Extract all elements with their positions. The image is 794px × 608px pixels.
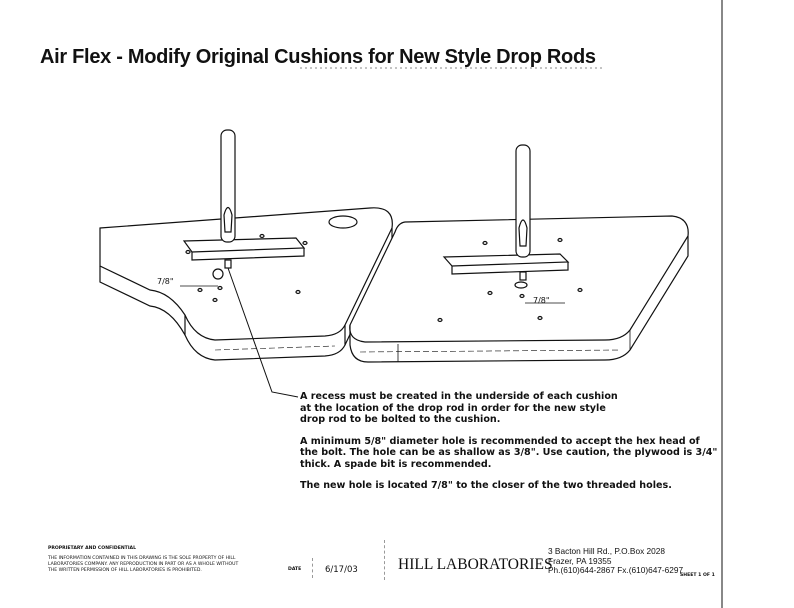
proprietary-heading: PROPRIETARY AND CONFIDENTIAL <box>48 546 137 551</box>
date-value: 6/17/03 <box>325 565 358 575</box>
sheet-number: SHEET 1 OF 1 <box>680 573 715 578</box>
address-line-2: Frazer, PA 19355 <box>548 555 612 566</box>
company-name: HILL LABORATORIES <box>398 556 553 573</box>
instruction-notes: A recess must be created in the undersid… <box>300 391 720 502</box>
note-hole-size: A minimum 5/8" diameter hole is recommen… <box>300 435 718 470</box>
dimension-label-right: 7/8" <box>533 296 550 305</box>
dimension-label-left: 7/8" <box>157 277 174 286</box>
right-cushion <box>349 144 689 363</box>
right-drop-rod <box>515 144 531 258</box>
phone-fax: Ph.(610)644-2867 Fx.(610)647-6297 <box>548 565 684 575</box>
left-drop-rod <box>220 129 236 243</box>
date-label: DATE <box>288 567 302 572</box>
left-cushion <box>99 129 393 361</box>
note-recess: A recess must be created in the undersid… <box>300 391 618 425</box>
document-title: Air Flex - Modify Original Cushions for … <box>40 46 596 68</box>
leader-line <box>227 267 299 398</box>
address-line-1: 3 Bacton Hill Rd., P.O.Box 2028 <box>548 546 665 556</box>
company-address: 3 Bacton Hill Rd., P.O.Box 2028 Frazer, … <box>548 546 684 576</box>
proprietary-text: THE INFORMATION CONTAINED IN THIS DRAWIN… <box>48 556 239 573</box>
note-hole-location: The new hole is located 7/8" to the clos… <box>300 480 672 491</box>
footer-divider <box>312 558 313 578</box>
footer-divider <box>384 540 385 580</box>
